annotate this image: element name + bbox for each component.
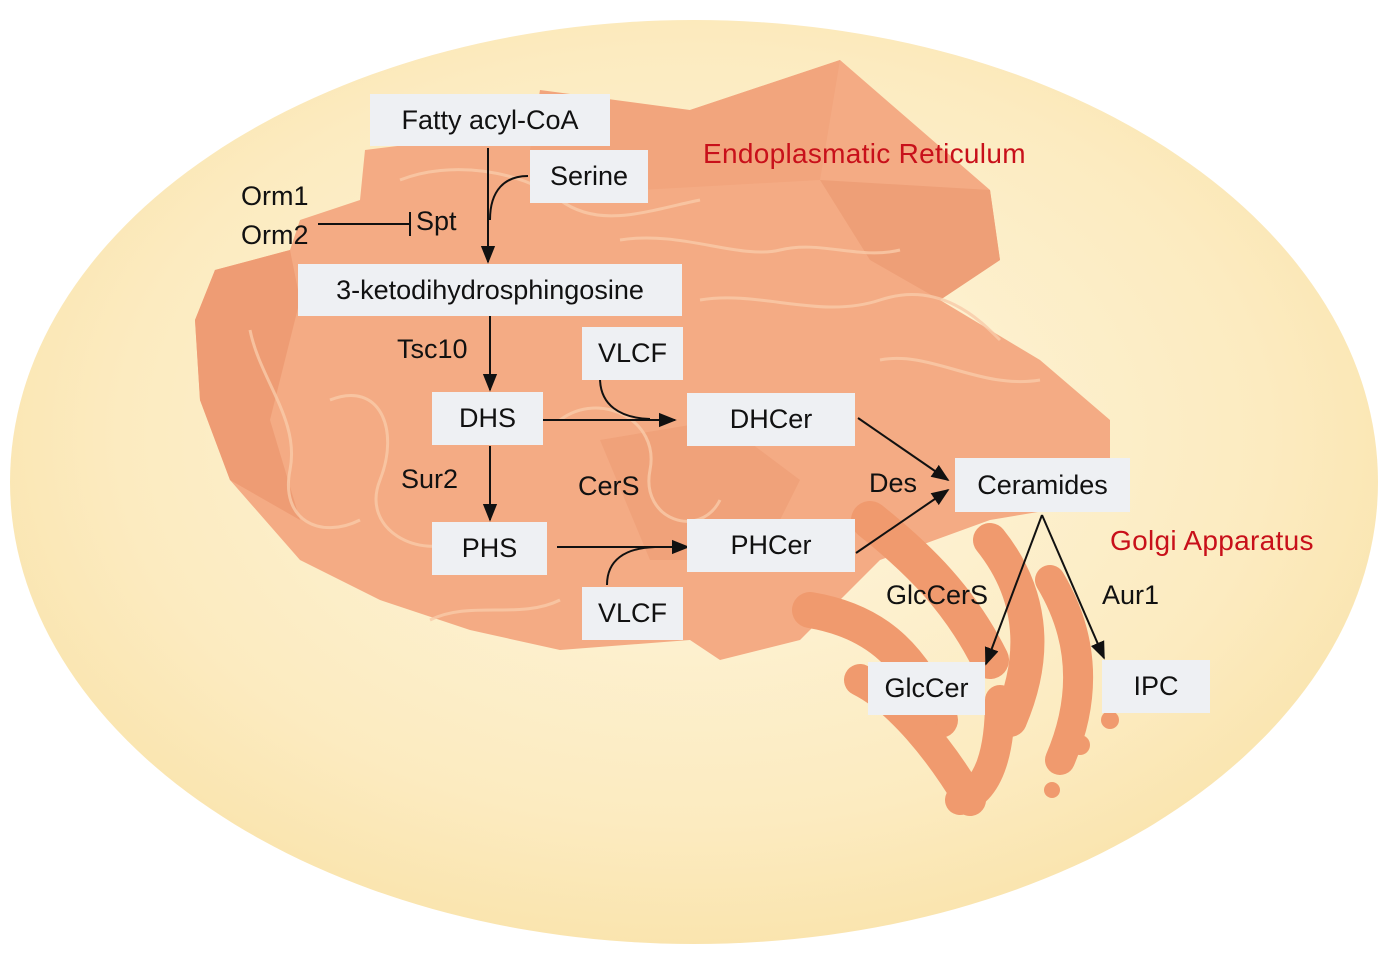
node-vlcf-top: VLCF <box>582 327 683 380</box>
node-label: VLCF <box>597 598 668 628</box>
node-fatty-acyl-coa: Fatty acyl-CoA <box>370 94 610 146</box>
node-label: PHCer <box>730 530 812 560</box>
node-3-ketodihydrosphingosine: 3-ketodihydrosphingosine <box>298 264 682 316</box>
edge-ceramides-to-glccer <box>984 514 1043 666</box>
edge-dhcer-to-ceramides <box>857 417 950 482</box>
node-dhcer: DHCer <box>687 393 855 446</box>
node-label: GlcCer <box>884 673 969 703</box>
node-dhs: DHS <box>432 392 543 445</box>
node-serine: Serine <box>530 150 648 203</box>
node-label: 3-ketodihydrosphingosine <box>336 274 644 305</box>
node-phs: PHS <box>432 522 547 575</box>
node-phcer: PHCer <box>687 519 855 572</box>
golgi-label: Golgi Apparatus <box>1110 525 1314 556</box>
enzyme-spt: Spt <box>416 206 457 236</box>
enzyme-aur1: Aur1 <box>1102 580 1160 610</box>
enzyme-sur2: Sur2 <box>401 464 459 494</box>
node-label: Serine <box>549 161 629 191</box>
enzyme-des: Des <box>869 468 918 498</box>
node-ceramides: Ceramides <box>955 458 1130 512</box>
edge-vlcf-top-join <box>599 377 651 420</box>
node-label: DHCer <box>729 404 813 434</box>
node-glccer: GlcCer <box>868 662 985 715</box>
edge-serine-join <box>489 175 529 221</box>
enzyme-cers: CerS <box>578 471 640 501</box>
edge-vlcf-bottom-join <box>606 546 656 586</box>
node-label: IPC <box>1133 671 1179 701</box>
pathway-edges <box>318 148 1105 666</box>
node-label: Ceramides <box>977 469 1108 500</box>
edge-ceramides-to-ipc <box>1041 514 1105 660</box>
enzyme-orm2: Orm2 <box>241 220 309 250</box>
node-ipc: IPC <box>1102 660 1210 713</box>
enzyme-glccers: GlcCerS <box>886 580 989 610</box>
enzyme-orm1: Orm1 <box>241 181 309 211</box>
node-label: PHS <box>461 533 518 563</box>
edge-phcer-to-ceramides <box>855 488 950 554</box>
node-vlcf-bottom: VLCF <box>582 587 683 640</box>
node-label: VLCF <box>597 338 668 368</box>
enzyme-tsc10: Tsc10 <box>397 334 468 364</box>
node-label: DHS <box>458 403 516 433</box>
node-label: Fatty acyl-CoA <box>401 104 579 135</box>
er-label: Endoplasmatic Reticulum <box>703 138 1026 169</box>
